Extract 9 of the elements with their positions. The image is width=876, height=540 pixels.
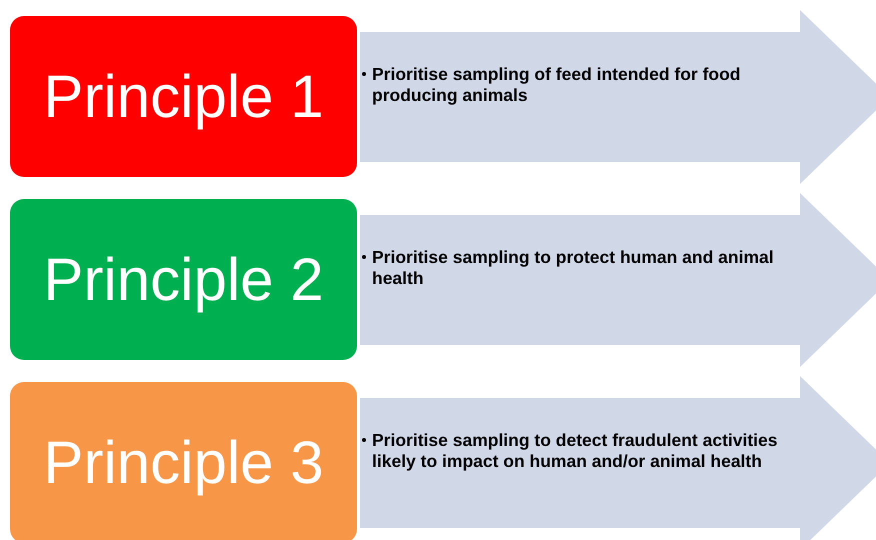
principle-box: [10, 382, 357, 540]
principle-label: Principle 2: [43, 245, 324, 314]
principle-label: Principle 1: [43, 62, 324, 131]
principle-box: [10, 199, 357, 360]
principle-box: [10, 16, 357, 177]
principle-label: Principle 3: [43, 428, 324, 497]
bullet-text: Prioritise sampling of feed intended for food producing animals: [372, 64, 742, 106]
bullet-text: Prioritise sampling to protect human and animal health: [372, 247, 775, 289]
bullet-text: Prioritise sampling to detect fraudulent activities likely to impact on human and/or animal health: [372, 430, 779, 472]
